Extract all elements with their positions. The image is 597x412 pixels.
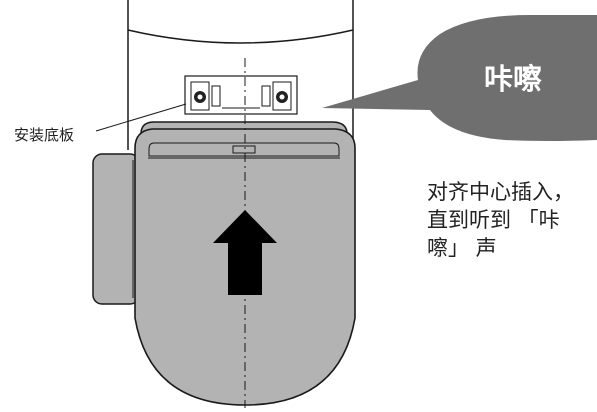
callout-bubble bbox=[322, 15, 597, 141]
mounting-plate-leader bbox=[95, 103, 187, 132]
instruction-line-2: 直到听到 「咔 bbox=[427, 208, 560, 232]
instruction-line-1: 对齐中心插入， bbox=[427, 180, 574, 204]
installation-instruction: 对齐中心插入， 直到听到 「咔 嚓」 声 bbox=[427, 178, 597, 262]
mounting-plate bbox=[184, 75, 298, 115]
up-arrow-icon bbox=[213, 210, 277, 295]
mounting-plate-label: 安装底板 bbox=[14, 126, 75, 144]
side-control-panel bbox=[92, 153, 140, 305]
callout-text: 咔嚓 bbox=[484, 62, 543, 96]
instruction-line-3: 嚓」 声 bbox=[427, 236, 497, 260]
toilet-bowl bbox=[127, 0, 354, 150]
